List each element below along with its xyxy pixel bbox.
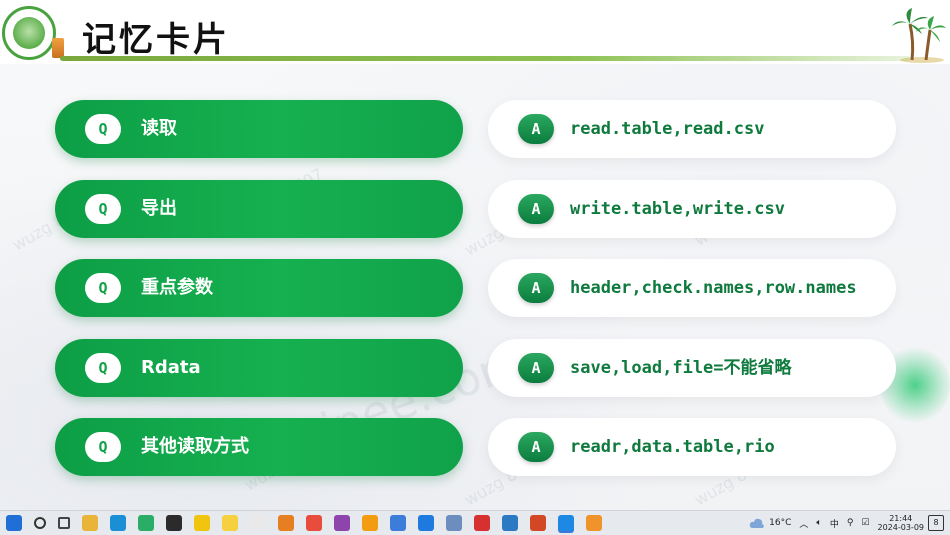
q-badge: Q (85, 114, 121, 144)
chat-app-icon[interactable] (390, 515, 406, 531)
taskbar-apps (0, 511, 608, 535)
checkbox-icon[interactable]: ☑ (861, 518, 870, 528)
answer-card[interactable]: A write.table,write.csv (488, 180, 896, 238)
q-badge: Q (85, 194, 121, 224)
q-badge: Q (85, 273, 121, 303)
answer-card[interactable]: A save,load,file=不能省略 (488, 339, 896, 397)
photos-app-icon[interactable] (306, 515, 322, 531)
school-logo (2, 6, 56, 60)
question-text: 其他读取方式 (141, 436, 249, 457)
palm-tree-icon (892, 8, 946, 63)
question-text: 导出 (141, 198, 177, 219)
answer-text: save,load,file=不能省略 (570, 358, 792, 378)
edge-browser-icon[interactable] (110, 515, 126, 531)
question-text: 读取 (141, 118, 177, 139)
powerpoint-icon[interactable] (530, 515, 546, 531)
header-divider (60, 56, 910, 61)
question-text: 重点参数 (141, 277, 213, 298)
cloud-icon[interactable] (749, 517, 765, 529)
clock-date: 2024-03-09 (877, 523, 925, 532)
taskbar: 16°C ︿ 🔈︎ 中 ⚲ ☑ 21:44 2024-03-09 8 (0, 510, 950, 535)
a-badge: A (518, 194, 554, 224)
sticky-notes-icon[interactable] (222, 515, 238, 531)
input-method-icon[interactable]: 中 (829, 519, 839, 530)
answer-text: write.table,write.csv (570, 199, 785, 219)
a-badge: A (518, 273, 554, 303)
system-tray: 16°C ︿ 🔈︎ 中 ⚲ ☑ 21:44 2024-03-09 8 (749, 511, 944, 535)
presentation-player-icon[interactable] (558, 515, 574, 531)
a-badge: A (518, 114, 554, 144)
page-title: 记忆卡片 (82, 20, 230, 60)
question-card[interactable]: Q 重点参数 (55, 259, 463, 317)
a-badge: A (518, 353, 554, 383)
question-card[interactable]: Q Rdata (55, 339, 463, 397)
r-language-icon[interactable] (446, 515, 462, 531)
file-explorer-icon[interactable] (82, 515, 98, 531)
typora-icon[interactable] (250, 515, 266, 531)
temperature[interactable]: 16°C (769, 518, 792, 528)
question-card[interactable]: Q 导出 (55, 180, 463, 238)
sublime-text-icon[interactable] (362, 515, 378, 531)
chevron-up-icon[interactable]: ︿ (799, 519, 809, 530)
answer-text: read.table,read.csv (570, 119, 765, 139)
slide-header: 记忆卡片 (0, 0, 950, 64)
terminal-icon[interactable] (166, 515, 182, 531)
feishu-icon[interactable] (418, 515, 434, 531)
q-badge: Q (85, 353, 121, 383)
answer-text: readr,data.table,rio (570, 437, 775, 457)
logo-accent (52, 38, 64, 58)
search-icon[interactable] (34, 517, 46, 529)
q-badge: Q (85, 432, 121, 462)
wechat-icon[interactable] (138, 515, 154, 531)
pin-icon[interactable]: ⚲ (846, 518, 854, 528)
search-tool-icon[interactable] (278, 515, 294, 531)
a-badge: A (518, 432, 554, 462)
notes-app-icon[interactable] (194, 515, 210, 531)
windows-start-icon[interactable] (6, 515, 22, 531)
answer-card[interactable]: A header,check.names,row.names (488, 259, 896, 317)
volume-icon[interactable]: 🔈︎ (816, 518, 822, 528)
answer-card[interactable]: A readr,data.table,rio (488, 418, 896, 476)
slide-canvas: wuzg 8607 wuzg 8607 wuzg 8607 wuzg 8607 … (0, 0, 950, 510)
clock-time: 21:44 (889, 514, 913, 523)
git-icon[interactable] (334, 515, 350, 531)
clock[interactable]: 21:44 2024-03-09 (878, 514, 925, 532)
answer-card[interactable]: A read.table,read.csv (488, 100, 896, 158)
question-card[interactable]: Q 读取 (55, 100, 463, 158)
answer-text: header,check.names,row.names (570, 278, 857, 298)
five-app-icon[interactable] (502, 515, 518, 531)
netease-music-icon[interactable] (474, 515, 490, 531)
media-app-icon[interactable] (586, 515, 602, 531)
task-view-icon[interactable] (58, 517, 70, 529)
notification-icon[interactable]: 8 (928, 515, 944, 531)
question-card[interactable]: Q 其他读取方式 (55, 418, 463, 476)
question-text: Rdata (141, 357, 201, 378)
